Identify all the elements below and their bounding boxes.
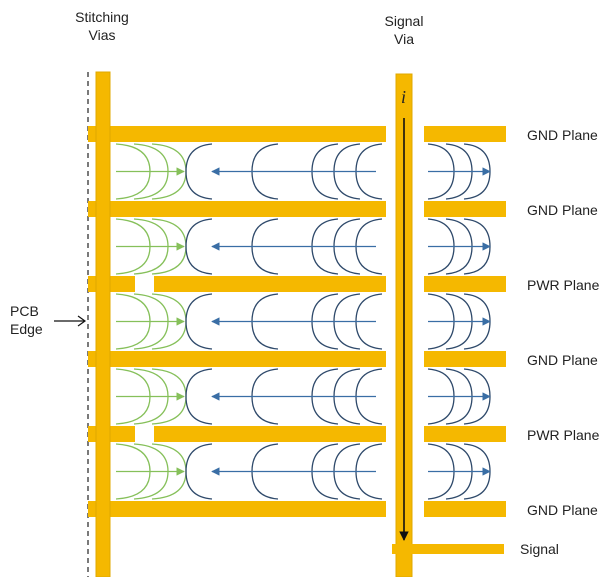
current-symbol: i [401,87,407,107]
plane-segment [424,201,506,217]
plane-segment [424,126,506,142]
signal-via-label: Signal Via [384,13,424,47]
signal-label: Signal [520,541,559,557]
planes-layer [88,126,506,517]
plane-segment [424,426,506,442]
field-line [185,368,213,425]
field-line [185,218,213,275]
plane-segment [154,426,386,442]
plane-label-4: GND Plane [527,352,598,368]
stitching-vias-label: Stitching Vias [75,9,129,43]
plane-label-6: GND Plane [527,502,598,518]
plane-segment [88,201,386,217]
fields-layer [115,143,491,500]
plane-label-2: GND Plane [527,202,598,218]
field-line [185,143,213,200]
field-line [185,443,213,500]
plane-label-5: PWR Plane [527,427,600,443]
plane-segment [88,126,386,142]
stitching-via [95,71,111,577]
plane-segment [88,276,135,292]
signal-trace [392,544,504,554]
plane-label-3: PWR Plane [527,277,600,293]
pcb-edge-label: PCB Edge [10,303,43,337]
plane-segment [88,426,135,442]
plane-segment [88,501,386,517]
plane-segment [154,276,386,292]
plane-segment [88,351,386,367]
field-line [185,293,213,350]
pcb-edge-pointer-arrow [54,315,87,327]
plane-segment [424,501,506,517]
plane-segment [424,351,506,367]
plane-segment [424,276,506,292]
plane-label-1: GND Plane [527,127,598,143]
